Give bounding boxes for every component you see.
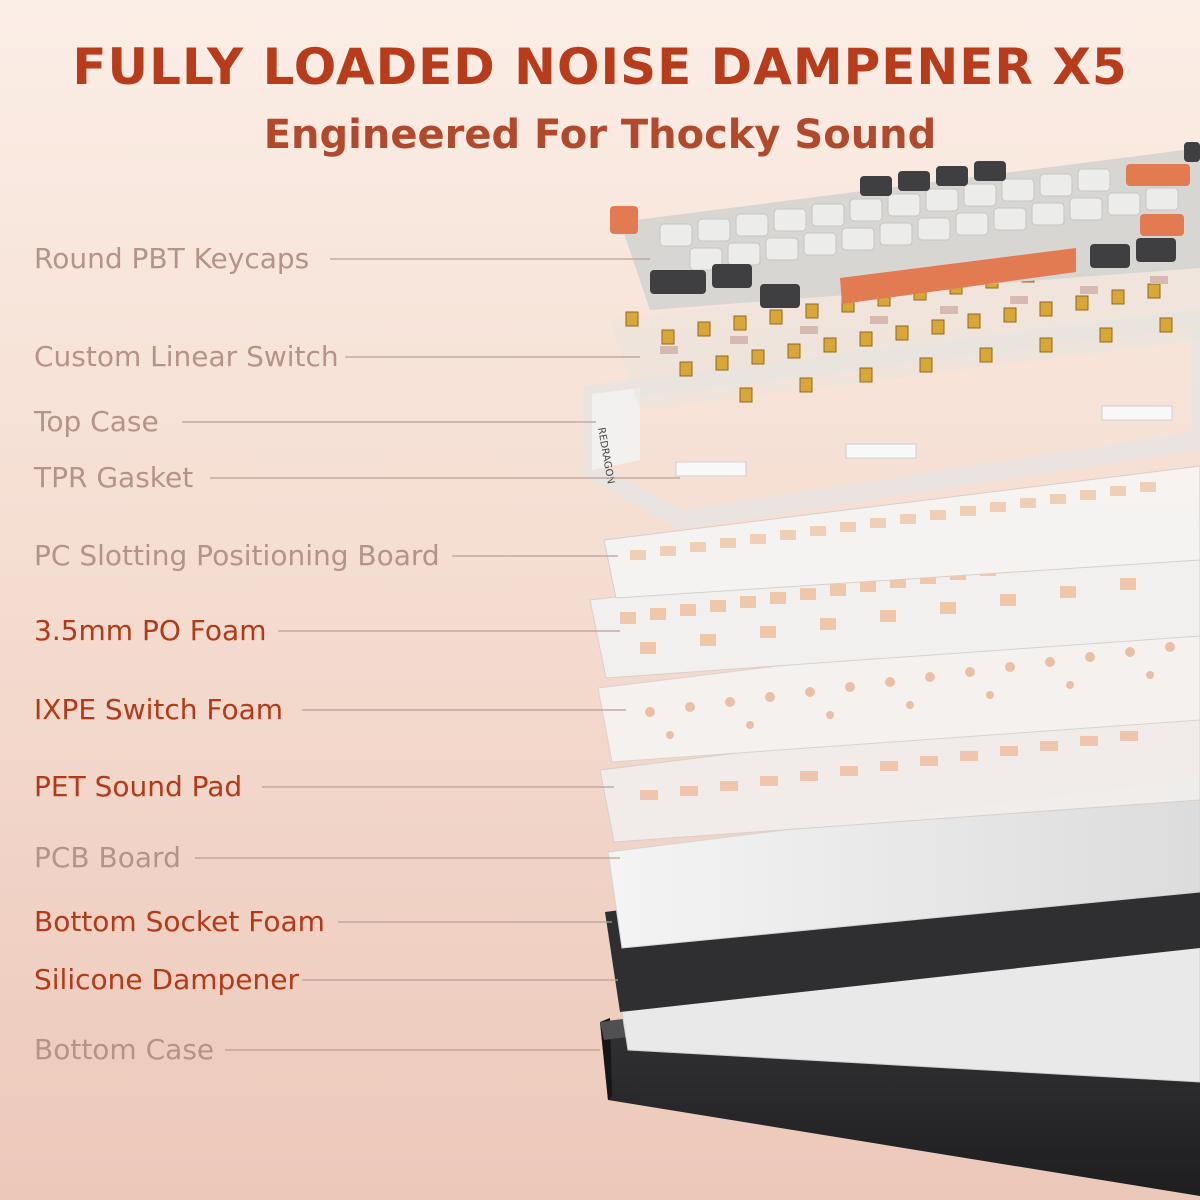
label-bottom-socket-foam: Bottom Socket Foam	[34, 905, 325, 938]
label-pet-sound-pad: PET Sound Pad	[34, 770, 243, 803]
label-ixpe-switch-foam: IXPE Switch Foam	[34, 693, 284, 726]
pet-sound-pad-layer	[599, 695, 1200, 843]
page-title: FULLY LOADED NOISE DAMPENER X5	[72, 38, 1128, 96]
pc-positioning-board-layer	[603, 465, 1200, 599]
label-bottom-case: Bottom Case	[34, 1033, 215, 1066]
label-silicone-dampener: Silicone Dampener	[34, 963, 299, 996]
label-custom-linear-switch: Custom Linear Switch	[34, 340, 339, 373]
label-po-foam: 3.5mm PO Foam	[34, 614, 267, 647]
page-subtitle: Engineered For Thocky Sound	[263, 112, 937, 158]
tpr-gasket-layer	[675, 405, 1173, 477]
label-tpr-gasket: TPR Gasket	[34, 461, 194, 494]
label-top-case: Top Case	[34, 405, 159, 438]
label-pc-slotting-board: PC Slotting Positioning Board	[34, 539, 440, 572]
label-pcb-board: PCB Board	[34, 841, 181, 874]
pbt-keycaps-layer	[610, 142, 1200, 310]
label-round-pbt-keycaps: Round PBT Keycaps	[34, 242, 310, 275]
